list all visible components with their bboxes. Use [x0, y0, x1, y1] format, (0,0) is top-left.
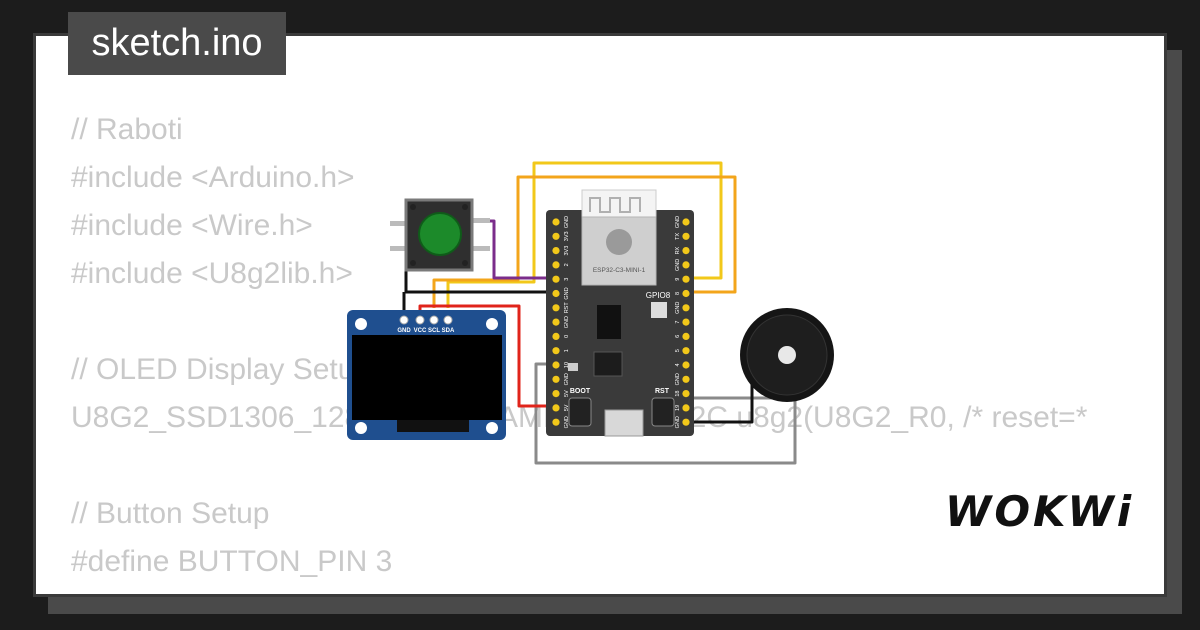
- wire-yellow[interactable]: [446, 161, 723, 308]
- board-pin-pad[interactable]: [682, 318, 690, 326]
- board-pin-pad[interactable]: [682, 347, 690, 355]
- board-pin-pad[interactable]: [552, 390, 560, 398]
- board-pin-label: RST: [564, 302, 570, 314]
- board-pin-label: 5: [675, 349, 681, 352]
- board-pin-label: 18: [675, 391, 681, 397]
- board-pin-label: GND: [564, 416, 570, 428]
- board-pin-pad[interactable]: [682, 332, 690, 340]
- board-pin-pad[interactable]: [552, 304, 560, 312]
- board-pin-pad[interactable]: [682, 390, 690, 398]
- board-pin-label: GND: [564, 216, 570, 228]
- code-line: #include <Wire.h>: [71, 209, 313, 242]
- board-pin-label: 5V: [564, 404, 570, 411]
- board-pin-pad[interactable]: [552, 218, 560, 226]
- board-pin-label: GND: [675, 416, 681, 428]
- usb-port: [604, 409, 644, 437]
- led-label: GPIO8: [646, 291, 671, 300]
- board-pin-label: 6: [675, 335, 681, 338]
- board-pin-pad[interactable]: [682, 289, 690, 298]
- board-pin-label: GND: [564, 373, 570, 385]
- code-line: // OLED Display Setup: [71, 353, 372, 386]
- code-line: #include <Arduino.h>: [71, 161, 355, 194]
- oled-display: GND VCC SCL SDA: [347, 310, 506, 440]
- board-pin-pad[interactable]: [552, 418, 560, 426]
- board-pin-pad[interactable]: [552, 375, 560, 383]
- module-label: ESP32-C3-MINI-1: [593, 267, 646, 274]
- oled-pin-label: SCL: [428, 328, 440, 334]
- board-pin-pad[interactable]: [682, 275, 690, 283]
- code-line: #include <U8g2lib.h>: [71, 257, 353, 290]
- rst-label: RST: [655, 388, 670, 395]
- board-pin-label: GND: [675, 302, 681, 314]
- boot-label: BOOT: [570, 388, 591, 395]
- board-pin-pad[interactable]: [552, 332, 560, 340]
- push-button[interactable]: [390, 198, 490, 272]
- board-pin-label: 9: [675, 278, 681, 281]
- board-pin-pad[interactable]: [682, 361, 690, 369]
- code-line: // Raboti: [71, 113, 183, 146]
- board-pin-label: 4: [675, 363, 681, 366]
- board-pin-label: 3V3: [564, 231, 570, 241]
- board-pin-pad[interactable]: [552, 361, 560, 369]
- board-pin-label: GND: [675, 259, 681, 271]
- board-pin-label: 8: [675, 292, 681, 295]
- board-pin-label: GND: [564, 287, 570, 299]
- board-pin-pad[interactable]: [552, 347, 560, 355]
- board-pin-label: 10: [564, 362, 570, 368]
- code-line: // Button Setup: [71, 497, 270, 530]
- wokwi-logo: WOKWi: [945, 487, 1135, 536]
- code-line: #define BUTTON_PIN 3: [71, 545, 393, 578]
- button-cap[interactable]: [418, 212, 462, 256]
- board-pin-label: 2: [564, 263, 570, 266]
- board-pin-label: 19: [675, 405, 681, 411]
- board-pin-pad[interactable]: [682, 304, 690, 312]
- board-pin-label: 3: [564, 278, 570, 281]
- board-pin-label: GND: [564, 316, 570, 328]
- board-pin-label: 1: [564, 349, 570, 352]
- board-pin-pad[interactable]: [682, 218, 690, 226]
- board-pin-pad[interactable]: [682, 418, 690, 426]
- board-pin-pad[interactable]: [552, 261, 560, 269]
- board-pin-pad[interactable]: [682, 404, 690, 412]
- boot-button[interactable]: [568, 397, 592, 427]
- board-pin-label: 0: [564, 335, 570, 338]
- board-pin-label: RX: [675, 246, 681, 254]
- board-pin-pad[interactable]: [552, 318, 560, 326]
- oled-screen: [352, 335, 502, 420]
- board-pin-pad[interactable]: [552, 275, 560, 283]
- board-pin-label: 5V: [564, 390, 570, 397]
- board-pin-label: GND: [675, 373, 681, 385]
- file-tab[interactable]: sketch.ino: [68, 12, 286, 75]
- board-pin-pad[interactable]: [682, 232, 690, 240]
- code-preview: // Raboti #include <Arduino.h> #include <W…: [71, 106, 1087, 586]
- board-pin-pad[interactable]: [682, 375, 690, 383]
- wire-orange[interactable]: [432, 175, 737, 308]
- oled-pin-label: VCC: [414, 328, 427, 334]
- board-pin-pad[interactable]: [682, 247, 690, 255]
- board-pin-label: 7: [675, 321, 681, 324]
- board-pin-label: 3V3: [564, 246, 570, 256]
- board-pin-pad[interactable]: [552, 289, 560, 298]
- oled-pin-label: SDA: [442, 328, 455, 334]
- board-pin-pad[interactable]: [552, 232, 560, 240]
- board-pin-pad[interactable]: [682, 261, 690, 269]
- led-gpio8: [651, 302, 667, 318]
- board-pin-label: TX: [675, 232, 681, 239]
- board-pin-pad[interactable]: [552, 404, 560, 412]
- buzzer: [740, 308, 834, 402]
- board-pin-pad[interactable]: [552, 247, 560, 255]
- board-pin-label: GND: [675, 216, 681, 228]
- esp32-board: ESP32-C3-MINI-1 GND3V33V323GNDRSTGND0110…: [546, 189, 694, 437]
- rst-button[interactable]: [651, 397, 675, 427]
- oled-pin-label: GND: [397, 328, 411, 334]
